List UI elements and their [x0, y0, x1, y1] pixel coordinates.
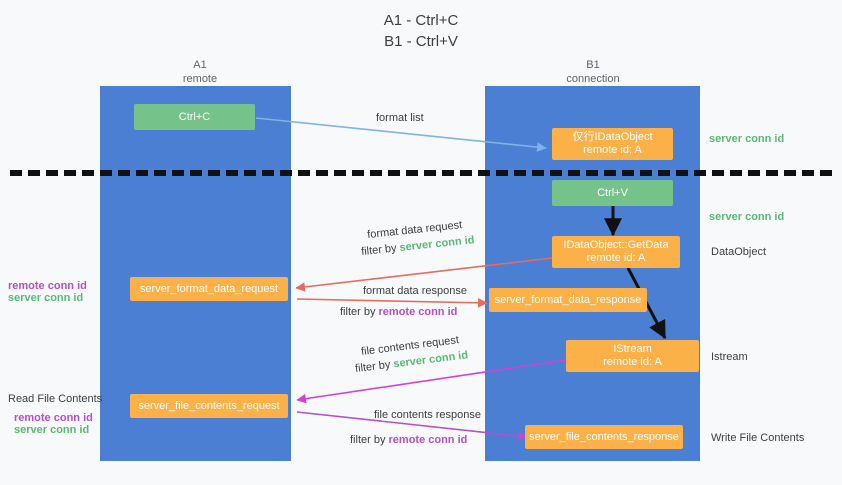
box-server-format-data-request-label: server_format_data_request: [139, 282, 279, 295]
box-getdata-line1: IDataObject::GetData: [563, 239, 669, 251]
annotation-remote-conn-id-2: remote conn id: [14, 412, 93, 424]
remote-conn-id-text-1: remote conn id: [378, 306, 458, 318]
arrow-format-list: [255, 117, 547, 152]
page-title: A1 - Ctrl+C B1 - Ctrl+V: [0, 10, 842, 52]
arrow-file-contents-response: [296, 411, 528, 441]
column-a1-sub: remote: [182, 73, 218, 85]
annotation-server-conn-id-2: server conn id: [14, 424, 90, 436]
arrow-format-data-response: [296, 298, 488, 308]
box-idataobject-getdata[interactable]: IDataObject::GetData remote id: A: [552, 236, 680, 268]
annotation-server-conn-id-1: server conn id: [8, 292, 84, 304]
box-istream-line1: IStream: [613, 343, 652, 355]
box-idataobject[interactable]: 仅行IDataObject remote id: A: [552, 128, 673, 160]
box-idataobject-line1: 仅行IDataObject: [572, 131, 653, 143]
box-ctrl-c-label: Ctrl+C: [178, 110, 211, 123]
edge-label-format-data-response: format data response: [363, 285, 467, 297]
edge-label-format-list: format list: [376, 112, 424, 124]
edge-label-format-data-response-filter: filter by remote conn id: [340, 305, 457, 319]
annotation-read-file-contents: Read File Contents: [8, 393, 103, 405]
box-idataobject-line2: remote id: A: [583, 144, 642, 156]
column-b1-sub: connection: [566, 73, 620, 85]
annotation-dataobject: DataObject: [711, 246, 767, 258]
box-ctrl-v-label: Ctrl+V: [597, 186, 628, 199]
box-server-file-contents-response[interactable]: server_file_contents_response: [525, 425, 683, 449]
box-istream[interactable]: IStream remote id: A: [566, 340, 699, 372]
title-line-2: B1 - Ctrl+V: [384, 33, 458, 50]
box-getdata-line2: remote id: A: [586, 252, 646, 264]
remote-conn-id-text-2: remote conn id: [388, 434, 468, 446]
title-line-1: A1 - Ctrl+C: [383, 12, 459, 29]
box-server-file-contents-request[interactable]: server_file_contents_request: [130, 394, 288, 418]
column-a1-name: A1: [193, 59, 207, 71]
box-ctrl-v[interactable]: Ctrl+V: [552, 180, 673, 206]
phase-divider: [10, 170, 832, 176]
box-server-file-contents-request-label: server_file_contents_request: [138, 399, 280, 412]
box-server-file-contents-response-label: server_file_contents_response: [529, 430, 679, 443]
annotation-server-conn-id-top: server conn id: [709, 133, 785, 145]
filter-by-text-4: filter by: [350, 434, 389, 446]
box-ctrl-c[interactable]: Ctrl+C: [134, 104, 255, 130]
edge-label-file-contents-response: file contents response: [374, 409, 482, 421]
arrow-format-data-request: [295, 257, 553, 292]
annotation-remote-conn-id-1: remote conn id: [8, 280, 87, 292]
column-header-a1: A1 remote: [140, 58, 260, 86]
box-server-format-data-response[interactable]: server_format_data_response: [489, 288, 647, 312]
column-header-b1: B1 connection: [533, 58, 653, 86]
box-istream-line2: remote id: A: [603, 356, 662, 368]
annotation-write-file-contents: Write File Contents: [711, 432, 805, 444]
annotation-server-conn-id-mid: server conn id: [709, 211, 785, 223]
annotation-istream: Istream: [711, 351, 748, 363]
column-b1-name: B1: [586, 59, 600, 71]
arrow-file-contents-request: [296, 359, 567, 404]
edge-label-file-contents-response-filter: filter by remote conn id: [350, 433, 467, 447]
box-server-format-data-response-label: server_format_data_response: [494, 293, 642, 306]
box-server-format-data-request[interactable]: server_format_data_request: [130, 277, 288, 301]
filter-by-text-2: filter by: [340, 306, 379, 318]
